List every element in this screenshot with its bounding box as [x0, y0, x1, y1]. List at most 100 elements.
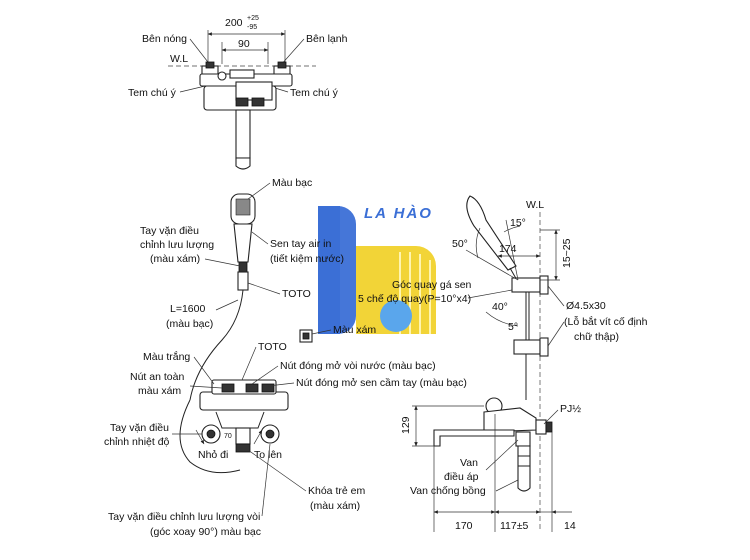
angle-arc-50	[475, 227, 481, 259]
leader-line	[251, 365, 279, 385]
flow-handle-label-3: (màu xám)	[150, 253, 200, 265]
valve-label-1: Van	[460, 457, 478, 469]
silver-color-label: Màu bạc	[272, 177, 312, 189]
cold-nut	[277, 61, 287, 69]
watermark-brand-text: LA HÀO	[364, 205, 433, 222]
holder-angle-label-2: 5 chế độ quay(P=10°x4)	[358, 293, 471, 305]
shower-hose-loop	[179, 399, 241, 474]
leader-line	[189, 38, 212, 67]
child-lock-label-1: Khóa trẻ em	[308, 485, 365, 497]
shower-head-nozzles	[235, 198, 251, 216]
dim-170-label: 170	[455, 520, 473, 532]
dim-174-label: 174	[499, 243, 517, 255]
valve-label-2: điều áp	[444, 471, 479, 483]
white-color-label: Màu trắng	[143, 350, 190, 363]
check-valve-label: Van chống bồng	[410, 485, 486, 497]
safety-button-label-1: Nút an toàn	[130, 371, 184, 383]
leader-line	[467, 289, 513, 299]
angle-50-label: 50°	[452, 238, 468, 250]
toto-brand-2: TOTO	[258, 341, 287, 353]
pj-thread-label: PJ½	[560, 403, 581, 415]
leader-line	[247, 449, 307, 492]
safety-button-label-2: màu xám	[138, 385, 181, 397]
wl-label-top: W.L	[170, 53, 188, 65]
leader-line	[279, 38, 305, 67]
shower-connector	[237, 271, 249, 291]
shower-button	[261, 383, 275, 393]
hose-color-label: (màu bạc)	[166, 318, 213, 330]
side-view: W.L 50° 15° 174 15~25 Góc quay gá sen 5 …	[358, 195, 648, 532]
leader-line	[267, 382, 295, 387]
larger-label: To lên	[254, 449, 282, 461]
angle-15-label: 15°	[510, 217, 526, 229]
leader-line	[543, 409, 559, 425]
flow-handle-label-2: chỉnh lưu lượng	[140, 239, 214, 251]
hand-shower-label-2: (tiết kiệm nước)	[270, 253, 344, 265]
inlet-union	[535, 419, 547, 435]
button-grey	[235, 97, 249, 107]
grey-color-label: Màu xám	[333, 324, 376, 336]
inlet-nut	[545, 421, 553, 433]
angle-arc-40	[485, 311, 519, 327]
knob-70-label: 70	[224, 433, 232, 440]
control-box	[235, 81, 273, 101]
hose-length-label: L=1600	[170, 303, 205, 315]
toto-brand-1: TOTO	[282, 288, 311, 300]
leader-line	[495, 479, 519, 492]
smaller-label: Nhỏ đi	[198, 449, 228, 461]
angle-ref-line	[465, 249, 519, 281]
leader-line	[547, 321, 565, 347]
dim-200-value: 200	[225, 17, 243, 29]
leader-line	[204, 258, 241, 267]
child-lock	[235, 443, 251, 453]
flow-handle-label-1: Tay vặn điều	[140, 225, 199, 237]
spout-base	[229, 69, 255, 79]
leader-line	[193, 356, 215, 385]
top-view: 200 +25 -95 90 W.L Bên nóng Bên lạnh Tem…	[128, 15, 348, 170]
shower-button-label: Nút đóng mở sen cầm tay (màu bạc)	[296, 377, 467, 389]
leader-line	[547, 285, 565, 307]
temp-handle-label-2: chỉnh nhiệt độ	[104, 436, 170, 448]
screw-label-2: (Lỗ bắt vít cố định	[564, 315, 648, 328]
tap-button	[245, 383, 259, 393]
lower-wall-plate	[539, 337, 549, 357]
temp-handle-center	[206, 429, 216, 439]
watermark-circle	[380, 300, 412, 332]
handle-cap	[217, 71, 227, 81]
spout	[235, 109, 251, 159]
angle-40-label: 40°	[492, 301, 508, 313]
note-label-left: Tem chú ý	[128, 87, 177, 99]
dim-200-tol-plus: +25	[247, 15, 259, 22]
dim-90-value: 90	[238, 38, 250, 50]
dim-14-label: 14	[564, 520, 576, 532]
spout-handle-label-2: (góc xoay 90°) màu bạc	[150, 526, 261, 538]
lower-holder	[513, 339, 541, 355]
child-lock-label-2: (màu xám)	[310, 500, 360, 512]
mixer-front-body	[199, 391, 289, 411]
side-shower-head	[466, 195, 517, 271]
leader-line	[247, 282, 281, 295]
screw-label-1: Ø4.5x30	[566, 300, 606, 312]
check-valve	[517, 445, 531, 492]
temp-handle-label-1: Tay vặn điều	[110, 422, 169, 434]
side-spout	[433, 429, 515, 447]
shower-handle	[233, 223, 253, 263]
watermark-blue-bar-edge	[318, 206, 340, 334]
hand-shower-label-1: Sen tay air in	[270, 238, 331, 250]
angle-arc-15	[503, 225, 521, 233]
wall-hook-inner	[302, 332, 310, 340]
shower-hose	[189, 289, 244, 401]
cold-side-label: Bên lạnh	[306, 33, 348, 45]
arrow-large	[253, 429, 263, 445]
leader-line	[311, 329, 332, 335]
leader-line	[485, 439, 519, 471]
dim-15-25-label: 15~25	[561, 238, 573, 268]
screw-label-3: chữ thập)	[574, 331, 619, 343]
leader-line	[251, 231, 269, 245]
hot-nut	[205, 61, 215, 69]
button-grey	[251, 97, 265, 107]
front-view: Màu bạc Tay vặn điều chỉnh lưu lượng (mà…	[104, 177, 467, 538]
holder-angle-label-1: Góc quay gá sen	[392, 279, 472, 291]
